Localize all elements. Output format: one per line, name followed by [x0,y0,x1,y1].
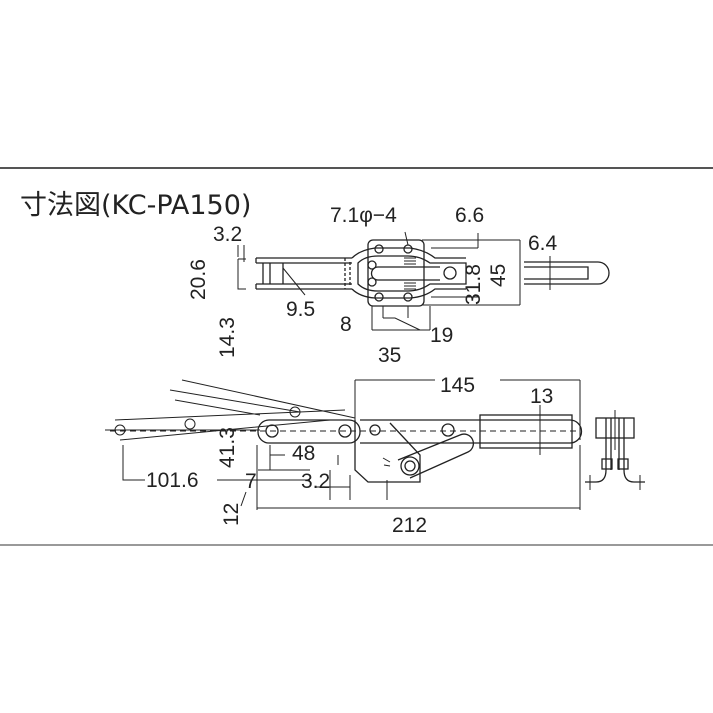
dim-45: 45 [487,264,510,287]
dim-3-2-side: 3.2 [301,470,330,493]
dim-8: 8 [340,313,352,336]
dim-12: 12 [220,503,243,526]
dim-31-8: 31.8 [462,264,485,305]
dim-13: 13 [530,385,553,408]
dim-35: 35 [378,344,401,367]
drawing-title: 寸法図(KC-PA150) [20,190,251,221]
dim-20-6: 20.6 [187,259,210,300]
dim-145: 145 [440,374,475,397]
side-view: 145 13 48 101.6 41.3 3.2 12 7 212 [105,374,645,537]
dim-6-4: 6.4 [528,232,558,255]
dim-212: 212 [392,514,427,537]
dim-19: 19 [430,324,453,347]
dim-14-3: 14.3 [216,317,239,358]
dim-9-5: 9.5 [286,298,315,321]
top-view: 7.1φ−4 6.6 6.4 3.2 20.6 14.3 9.5 31.8 45… [187,204,610,367]
dim-3-2-top: 3.2 [213,223,242,246]
dim-101-6: 101.6 [146,469,199,492]
dim-48: 48 [292,442,315,465]
dim-hole-spec: 7.1φ−4 [330,204,397,227]
dim-41-3: 41.3 [216,427,239,468]
dim-6-6: 6.6 [455,204,484,227]
dim-7: 7 [245,470,257,493]
